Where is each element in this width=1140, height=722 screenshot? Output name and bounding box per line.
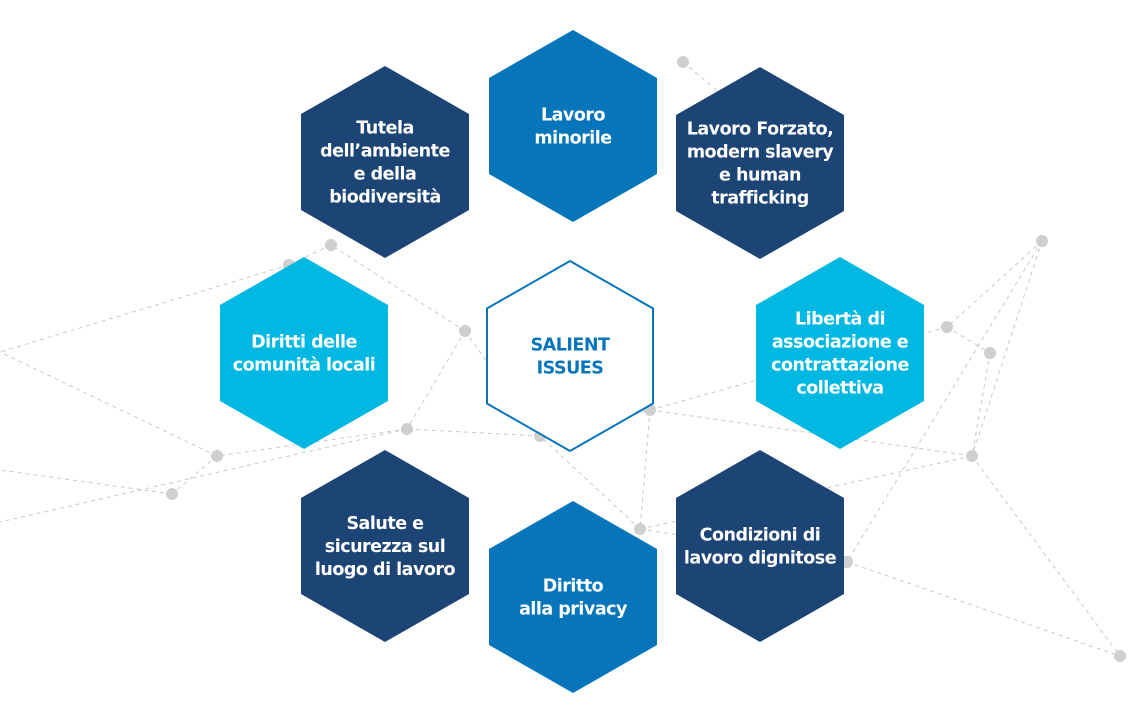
- network-line: [0, 351, 218, 457]
- hex-label-lavoro-forzato: Lavoro Forzato, modern slavery e human traf…: [687, 120, 835, 209]
- hex-shape-condizioni-lavoro: [676, 450, 844, 642]
- hex-shape-salute-sicurezza: [301, 450, 469, 642]
- hex-label-line: e human: [719, 166, 801, 186]
- hex-shape-tutela-ambiente: [301, 66, 469, 258]
- hex-label-line: trafficking: [711, 189, 809, 209]
- hex-diritti-comunita-locali: Diritti delle comunità locali: [220, 257, 388, 449]
- hex-label-line: alla privacy: [519, 600, 628, 620]
- hex-salient-issues: SALIENT ISSUES: [486, 259, 654, 453]
- hex-label-line: modern slavery: [687, 143, 834, 163]
- network-dot: [1036, 235, 1048, 247]
- hex-shape-diritto-privacy: [489, 501, 657, 693]
- network-dot: [211, 450, 223, 462]
- network-line: [971, 240, 1043, 457]
- network-line: [330, 244, 466, 332]
- hex-label-line: collettiva: [796, 379, 883, 399]
- hex-shape-lavoro-forzato: [676, 67, 844, 259]
- network-line: [539, 435, 641, 530]
- hex-label-line: associazione e: [772, 333, 909, 353]
- network-line: [971, 352, 991, 457]
- hex-diritto-privacy: Diritto alla privacy: [489, 501, 657, 693]
- hex-label-line: Salute e: [346, 514, 424, 534]
- network-line: [649, 409, 973, 457]
- hex-label-line: Tutela: [356, 119, 414, 139]
- hex-shape-diritti-comunita-locali: [220, 257, 388, 449]
- network-line: [946, 240, 1043, 328]
- network-line: [639, 409, 651, 530]
- hex-label-salient-issues: SALIENT ISSUES: [531, 336, 610, 379]
- hex-label-line: Condizioni di: [700, 526, 821, 546]
- hex-label-line: Libertà di: [795, 310, 885, 330]
- network-line: [0, 264, 290, 353]
- hex-lavoro-forzato: Lavoro Forzato, modern slavery e human traf…: [676, 67, 844, 259]
- network-line: [946, 326, 991, 354]
- hex-label-line: Diritto: [543, 577, 604, 597]
- hex-liberta-associazione: Libertà di associazione e contrattazione co…: [756, 257, 924, 449]
- hex-label-line: e della: [354, 165, 417, 185]
- network-line: [0, 428, 408, 523]
- hex-label-salute-sicurezza: Salute e sicurezza sul luogo di lavoro: [315, 514, 456, 580]
- hex-condizioni-lavoro: Condizioni di lavoro dignitose: [676, 450, 844, 642]
- network-dot: [941, 321, 953, 333]
- network-dot: [401, 423, 413, 435]
- network-dot: [459, 325, 471, 337]
- hex-label-line: dell’ambiente: [320, 142, 450, 162]
- network-line: [971, 455, 1121, 657]
- network-line: [406, 330, 466, 430]
- hex-label-diritto-privacy: Diritto alla privacy: [519, 577, 628, 620]
- hex-label-line: lavoro dignitose: [684, 549, 837, 569]
- hex-label-liberta-associazione: Libertà di associazione e contrattazione co…: [771, 310, 909, 399]
- hex-label-line: contrattazione: [771, 356, 909, 376]
- network-line: [846, 240, 1043, 563]
- hex-label-line: Lavoro Forzato,: [687, 120, 834, 140]
- network-dot: [1114, 650, 1126, 662]
- hex-label-lavoro-minorile: Lavoro minorile: [534, 106, 612, 149]
- hex-shape-liberta-associazione: [756, 257, 924, 449]
- hex-salute-sicurezza: Salute e sicurezza sul luogo di lavoro: [301, 450, 469, 642]
- network-dot: [984, 347, 996, 359]
- hex-label-line: sicurezza sul: [325, 537, 445, 557]
- hex-label-tutela-ambiente: Tutela dell’ambiente e della biodiversità: [320, 119, 450, 208]
- network-line: [406, 428, 541, 437]
- network-dot: [166, 488, 178, 500]
- hex-shape-salient-issues: [486, 259, 654, 453]
- network-line: [171, 455, 218, 495]
- hex-label-line: minorile: [534, 129, 612, 149]
- hex-label-line: ISSUES: [537, 359, 604, 379]
- network-dot: [966, 450, 978, 462]
- hex-label-line: SALIENT: [531, 336, 610, 356]
- hex-label-line: Diritti delle: [251, 333, 357, 353]
- hex-label-condizioni-lavoro: Condizioni di lavoro dignitose: [684, 526, 837, 569]
- hex-label-line: Lavoro: [541, 106, 606, 126]
- hex-tutela-ambiente: Tutela dell’ambiente e della biodiversità: [301, 66, 469, 258]
- network-dot: [634, 523, 646, 535]
- network-dot: [325, 239, 337, 251]
- hex-label-diritti-comunita-locali: Diritti delle comunità locali: [233, 333, 376, 376]
- network-line: [0, 469, 173, 495]
- network-dot: [677, 56, 689, 68]
- hex-shape-lavoro-minorile: [489, 30, 657, 222]
- hex-label-line: biodiversità: [329, 188, 441, 208]
- network-line: [846, 561, 1121, 657]
- hex-label-line: comunità locali: [233, 356, 376, 376]
- hex-lavoro-minorile: Lavoro minorile: [489, 30, 657, 222]
- hex-label-line: luogo di lavoro: [315, 560, 456, 580]
